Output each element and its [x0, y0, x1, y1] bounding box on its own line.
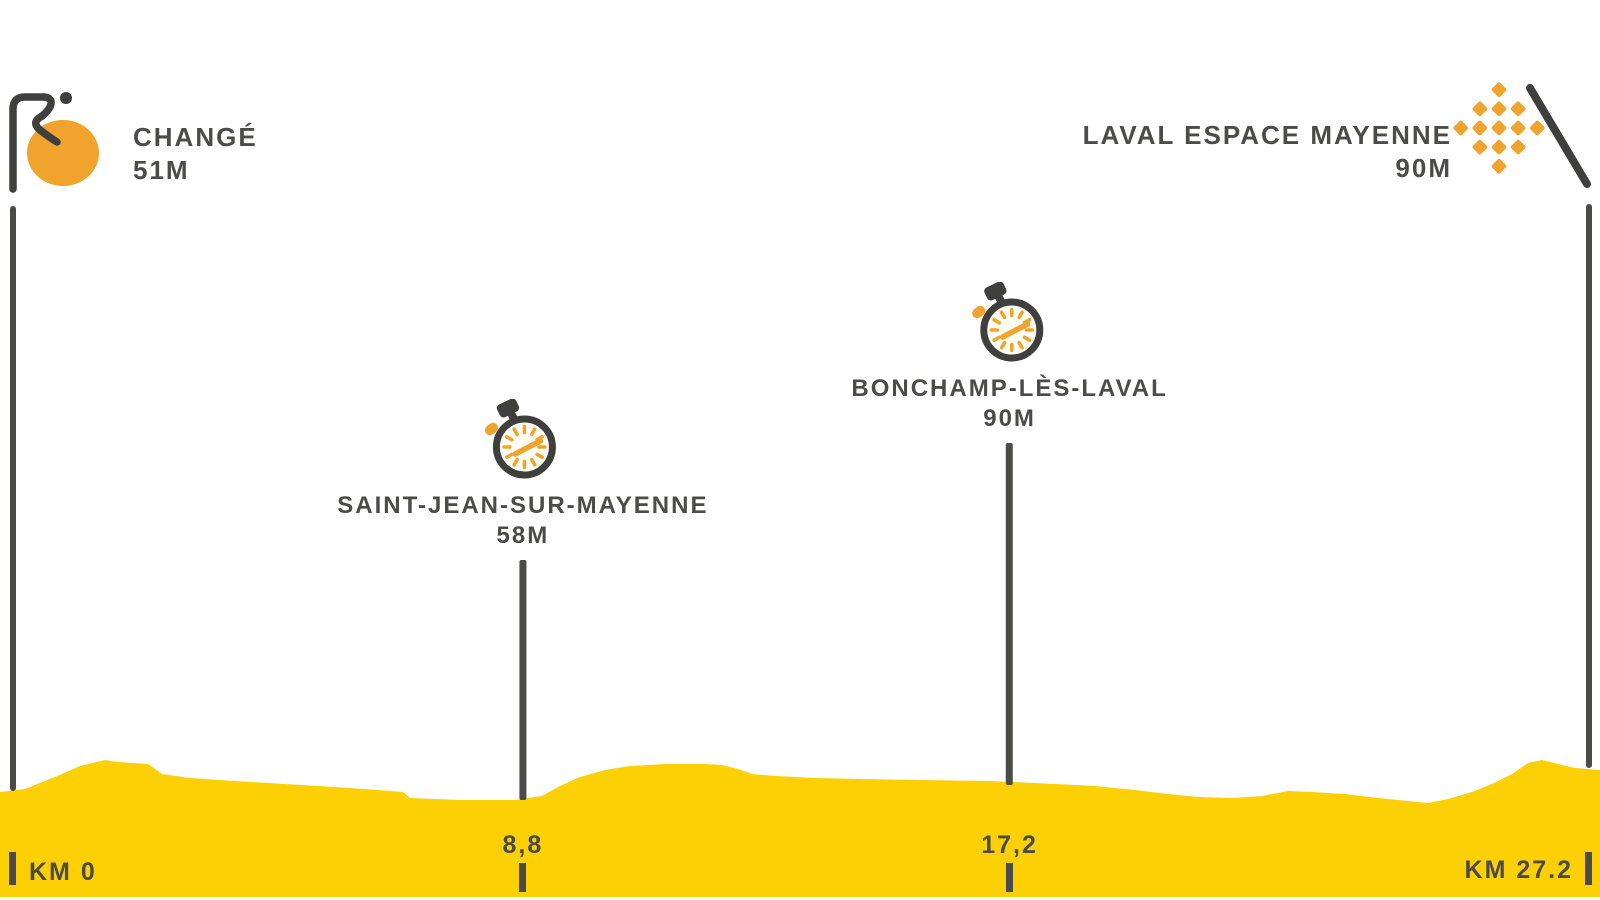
km-label-checkpoint: 17,2 — [981, 831, 1038, 859]
km-tick-checkpoint — [1006, 863, 1014, 892]
checkpoint-bonchamp-les-laval: BONCHAMP-LÈS-LAVAL 90M — [851, 282, 1167, 785]
start-name: CHANGÉ — [133, 122, 258, 152]
checkpoint-line — [1006, 443, 1014, 785]
km-label-finish: KM 27.2 — [1464, 856, 1573, 884]
start-label-block: CHANGÉ 51M — [133, 121, 258, 187]
finish-elevation: 90M — [1395, 153, 1452, 183]
elevation-area — [0, 760, 1600, 897]
cyclist-icon — [9, 92, 99, 193]
km-tick-finish — [1585, 852, 1592, 885]
finish-vertical-line — [1586, 204, 1592, 768]
rider-head — [60, 92, 72, 104]
stopwatch-icon — [485, 399, 557, 479]
checkered-flag-icon — [1453, 82, 1591, 188]
stopwatch-icon — [971, 282, 1044, 362]
km-tick-start — [9, 852, 16, 885]
checkpoint-saint-jean-sur-mayenne: SAINT-JEAN-SUR-MAYENNE 58M — [337, 399, 708, 800]
stopwatch-crown — [497, 399, 520, 421]
checkpoint-name: SAINT-JEAN-SUR-MAYENNE — [337, 492, 709, 519]
start-vertical-line — [10, 206, 16, 791]
checkpoint-name: BONCHAMP-LÈS-LAVAL — [851, 375, 1168, 402]
checkpoint-line — [519, 560, 527, 800]
rider-body — [32, 93, 61, 146]
checkpoint-elevation: 90M — [983, 405, 1036, 432]
finish-label-block: LAVAL ESPACE MAYENNE 90M — [1083, 119, 1452, 185]
stopwatch-hand — [513, 438, 544, 457]
rider-frame — [9, 93, 48, 193]
stopwatch-side-button — [485, 422, 499, 436]
checkpoint-elevation: 58M — [496, 522, 550, 549]
flag-checkers — [1453, 82, 1545, 174]
km-tick-checkpoint — [519, 863, 527, 892]
stopwatch-hand — [999, 321, 1031, 340]
stopwatch-side-button — [971, 305, 986, 319]
stopwatch-ticks — [989, 307, 1034, 353]
finish-name: LAVAL ESPACE MAYENNE — [1082, 120, 1452, 150]
km-label-checkpoint: 8,8 — [502, 831, 544, 859]
flag-pole — [1526, 84, 1591, 188]
km-label-start: KM 0 — [29, 858, 97, 886]
start-elevation: 51M — [133, 155, 190, 185]
